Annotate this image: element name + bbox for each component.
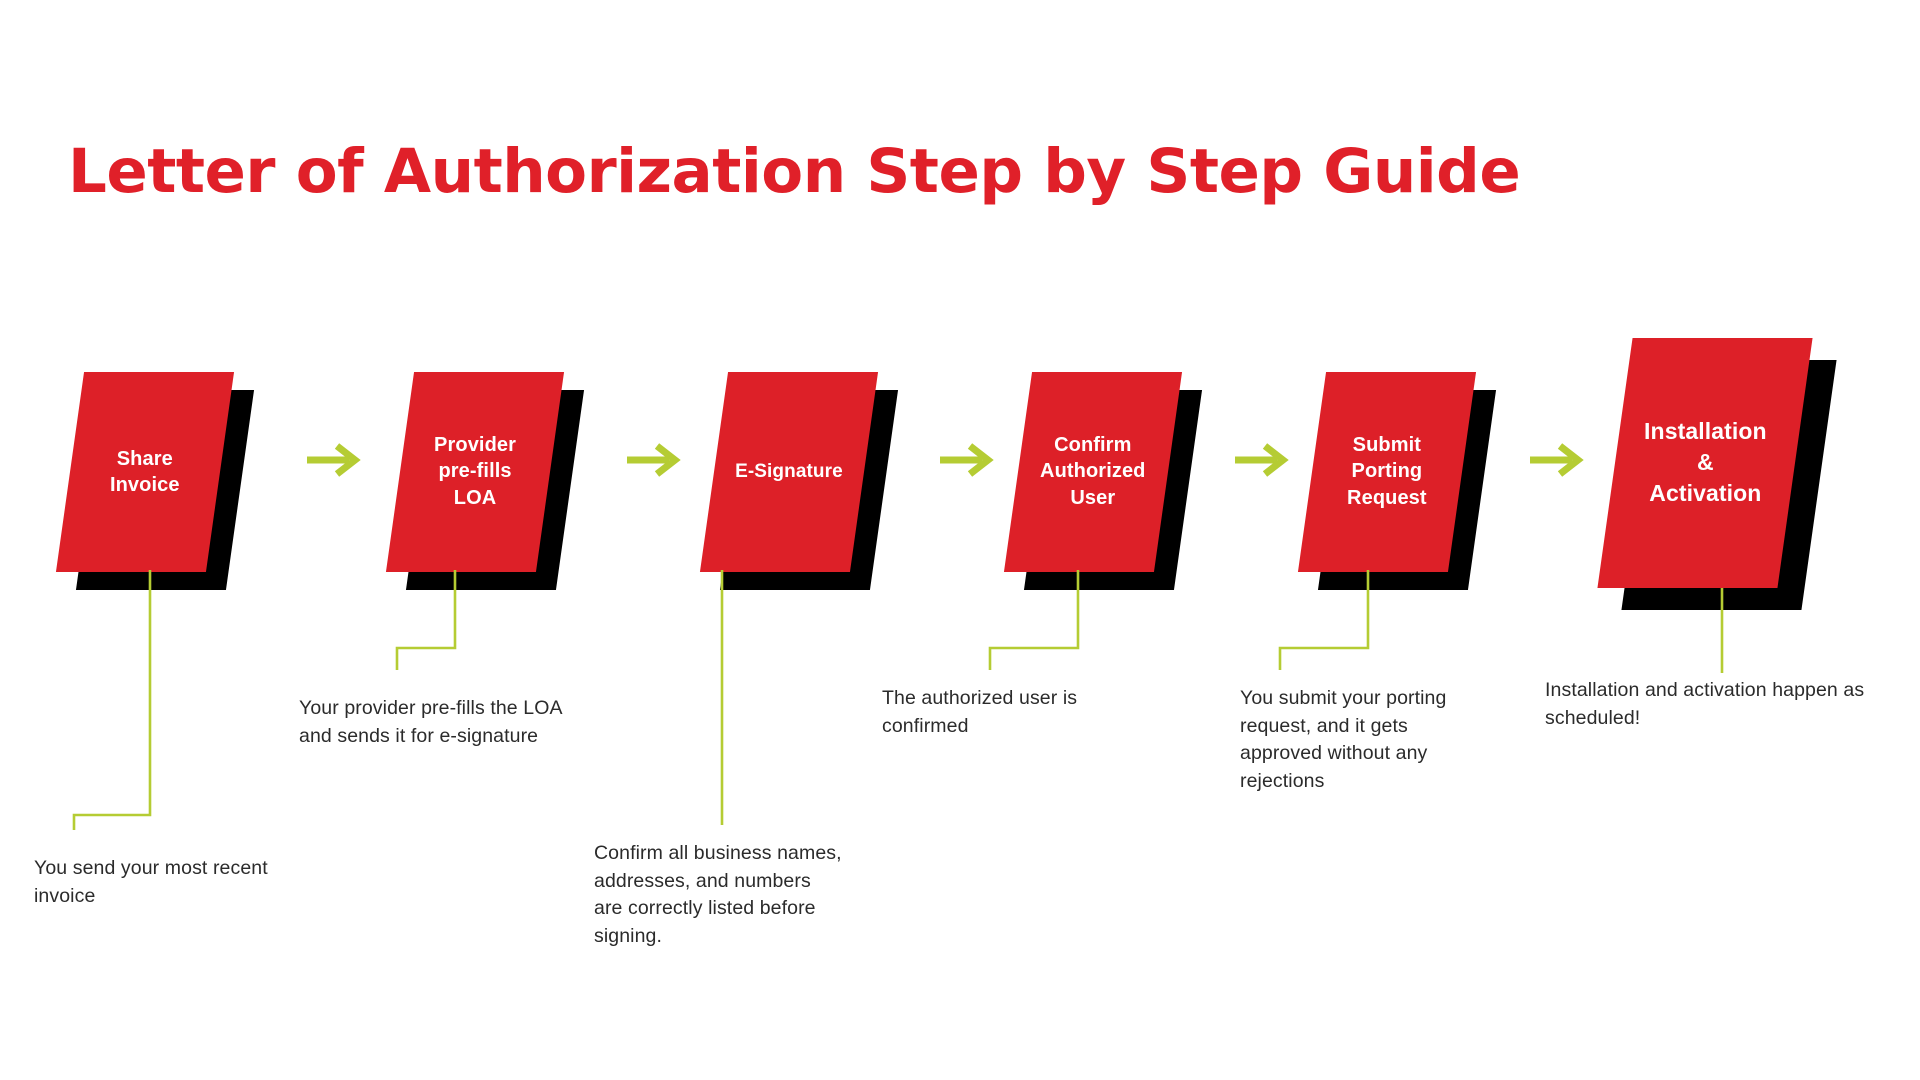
callout-text-2: Your provider pre-fills the LOA and send… [299,697,562,747]
step-label-line: Provider [434,434,516,457]
callout-text-6: Installation and activation happen as sc… [1545,679,1865,729]
step-label-line: Request [1347,487,1427,510]
leader-line-2 [385,570,505,670]
leader-line-5 [1250,570,1380,670]
step-box-label: E-Signature [729,459,849,484]
callout-text-3: Confirm all business names, addresses, a… [594,842,842,948]
step-box-installation-activation[interactable]: Installation & Activation [1597,338,1837,610]
step-box-e-signature[interactable]: E-Signature [699,372,899,590]
callout-text-1: You send your most recent invoice [34,857,268,907]
leader-line-6 [1700,588,1740,673]
step-box-label: Installation & Activation [1638,416,1773,509]
leader-line-4 [960,570,1080,670]
step-label-line: E-Signature [735,461,843,483]
arrow-right-icon-5 [1528,443,1586,477]
step-label-line: Porting [1351,460,1423,483]
callout-text-4: The authorized user is confirmed [882,687,1078,737]
arrow-right-icon-4 [1233,443,1291,477]
step-label-line: Confirm [1054,434,1132,457]
step-label-line: LOA [453,487,497,510]
step-label-line: Activation [1648,480,1762,507]
arrow-right-icon-3 [938,443,996,477]
step-label-line: & [1696,449,1714,476]
step-label-line: Submit [1352,434,1422,457]
step-label-line: pre-fills [438,460,512,483]
leader-line-1 [60,570,180,830]
page-title: Letter of Authorization Step by Step Gui… [68,136,1521,207]
step-box-face: E-Signature [699,372,879,572]
step-label-line: Authorized [1040,460,1146,483]
leader-line-3 [700,570,740,825]
step-label-line: Installation [1643,418,1767,445]
step-label-line: Share [116,447,174,470]
step-label-line: User [1070,487,1116,510]
step-label-line: Invoice [110,474,180,496]
arrow-right-icon-1 [305,443,363,477]
step-box-face: Installation & Activation [1597,338,1813,588]
callout-text-5: You submit your porting request, and it … [1240,687,1447,793]
arrow-right-icon-2 [625,443,683,477]
